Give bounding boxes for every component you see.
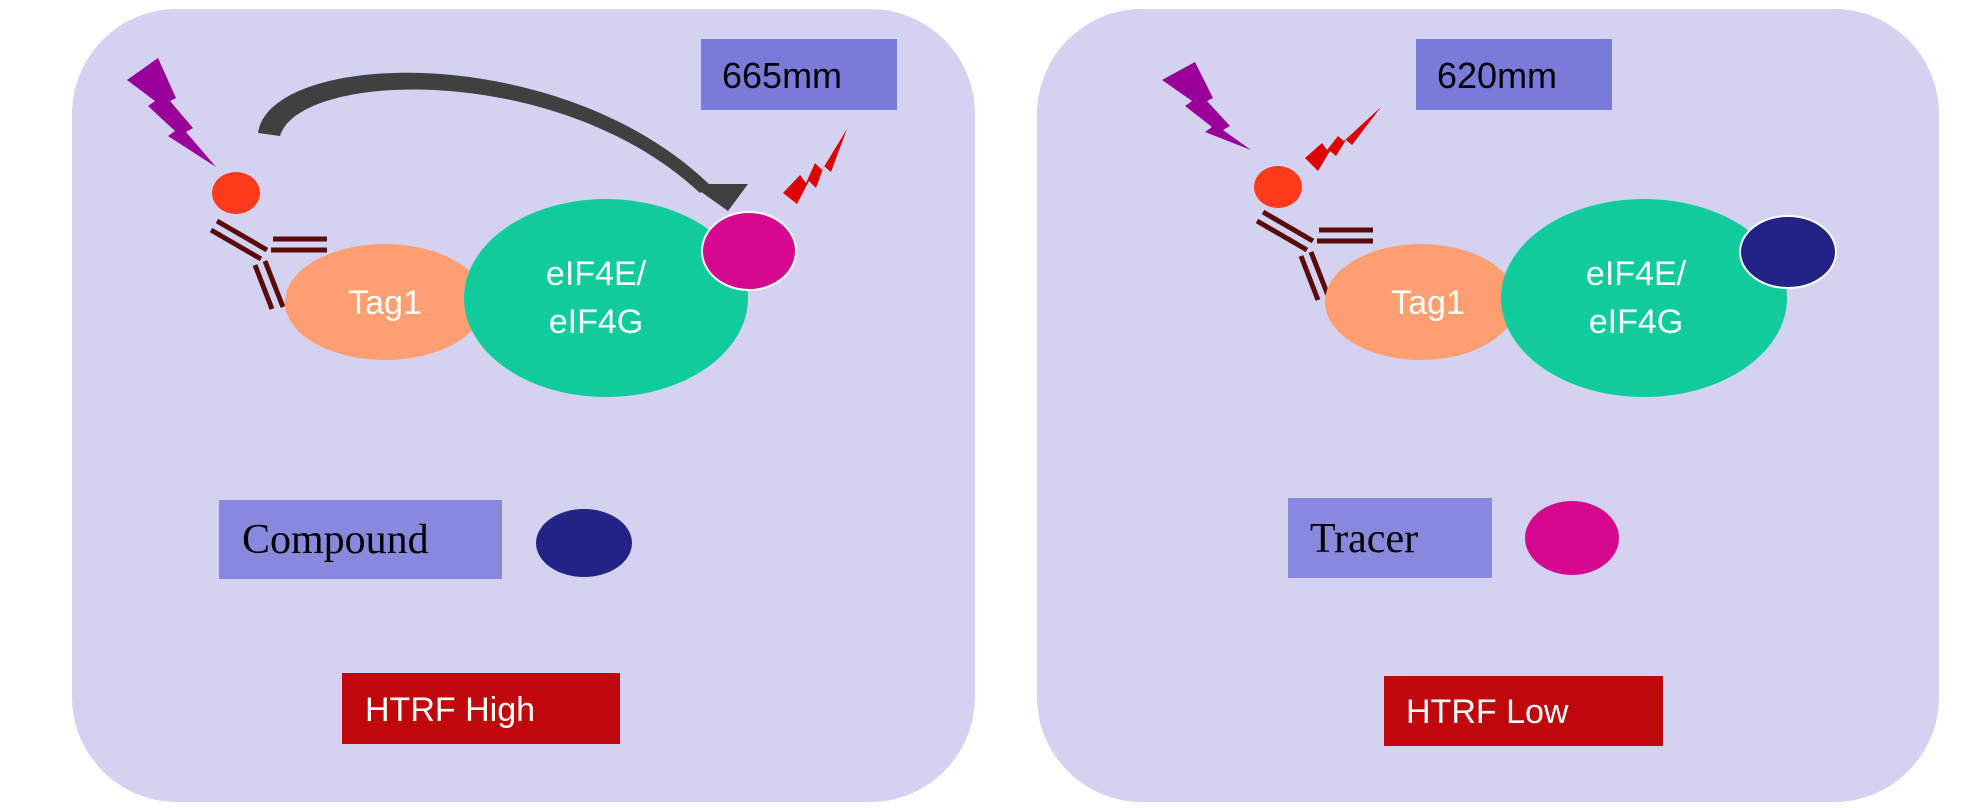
donor-fluorophore <box>212 172 260 214</box>
legend-label: Compound <box>242 517 429 563</box>
compound-molecule <box>536 509 632 577</box>
excitation-lightning-icon <box>127 58 216 167</box>
panel-htrf-high: Tag1 eIF4E/ eIF4G 665mm Compound HTRF Hi… <box>72 9 975 802</box>
bound-compound <box>1739 215 1837 289</box>
wavelength-label: 620mm <box>1437 55 1557 96</box>
panel-htrf-low: Tag1 eIF4E/ eIF4G 620mm Tracer HTRF Low <box>1037 9 1939 802</box>
result-label: HTRF Low <box>1406 693 1569 731</box>
wavelength-box <box>701 39 897 110</box>
result-box <box>1384 676 1663 746</box>
eif4-complex <box>464 199 748 397</box>
panel-background <box>72 9 975 802</box>
result-box <box>342 673 620 744</box>
legend-label: Tracer <box>1310 516 1418 562</box>
wavelength-box <box>1416 39 1612 110</box>
complex-label-line1: eIF4E/ <box>546 255 647 293</box>
tracer-molecule <box>1525 501 1619 575</box>
panel-background <box>1037 9 1939 802</box>
complex-label-line2: eIF4G <box>549 303 643 341</box>
tag1-label: Tag1 <box>348 284 422 322</box>
emission-lightning-icon <box>1305 107 1381 171</box>
emission-lightning-icon <box>783 129 847 204</box>
complex-label-line2: eIF4G <box>1589 303 1683 341</box>
tag1-label: Tag1 <box>1391 284 1465 322</box>
bound-tracer <box>701 211 797 291</box>
legend-box <box>1288 498 1492 578</box>
fret-arrowhead-icon <box>690 184 748 211</box>
donor-fluorophore <box>1254 166 1302 208</box>
legend-box <box>219 500 502 579</box>
tag1-protein <box>1325 244 1517 360</box>
wavelength-label: 665mm <box>722 55 842 96</box>
excitation-lightning-icon <box>1162 62 1251 150</box>
eif4-complex <box>1501 199 1787 397</box>
tag1-protein <box>285 244 485 360</box>
result-label: HTRF High <box>365 691 535 729</box>
complex-label-line1: eIF4E/ <box>1586 255 1687 293</box>
fret-arrow-icon <box>258 72 710 193</box>
